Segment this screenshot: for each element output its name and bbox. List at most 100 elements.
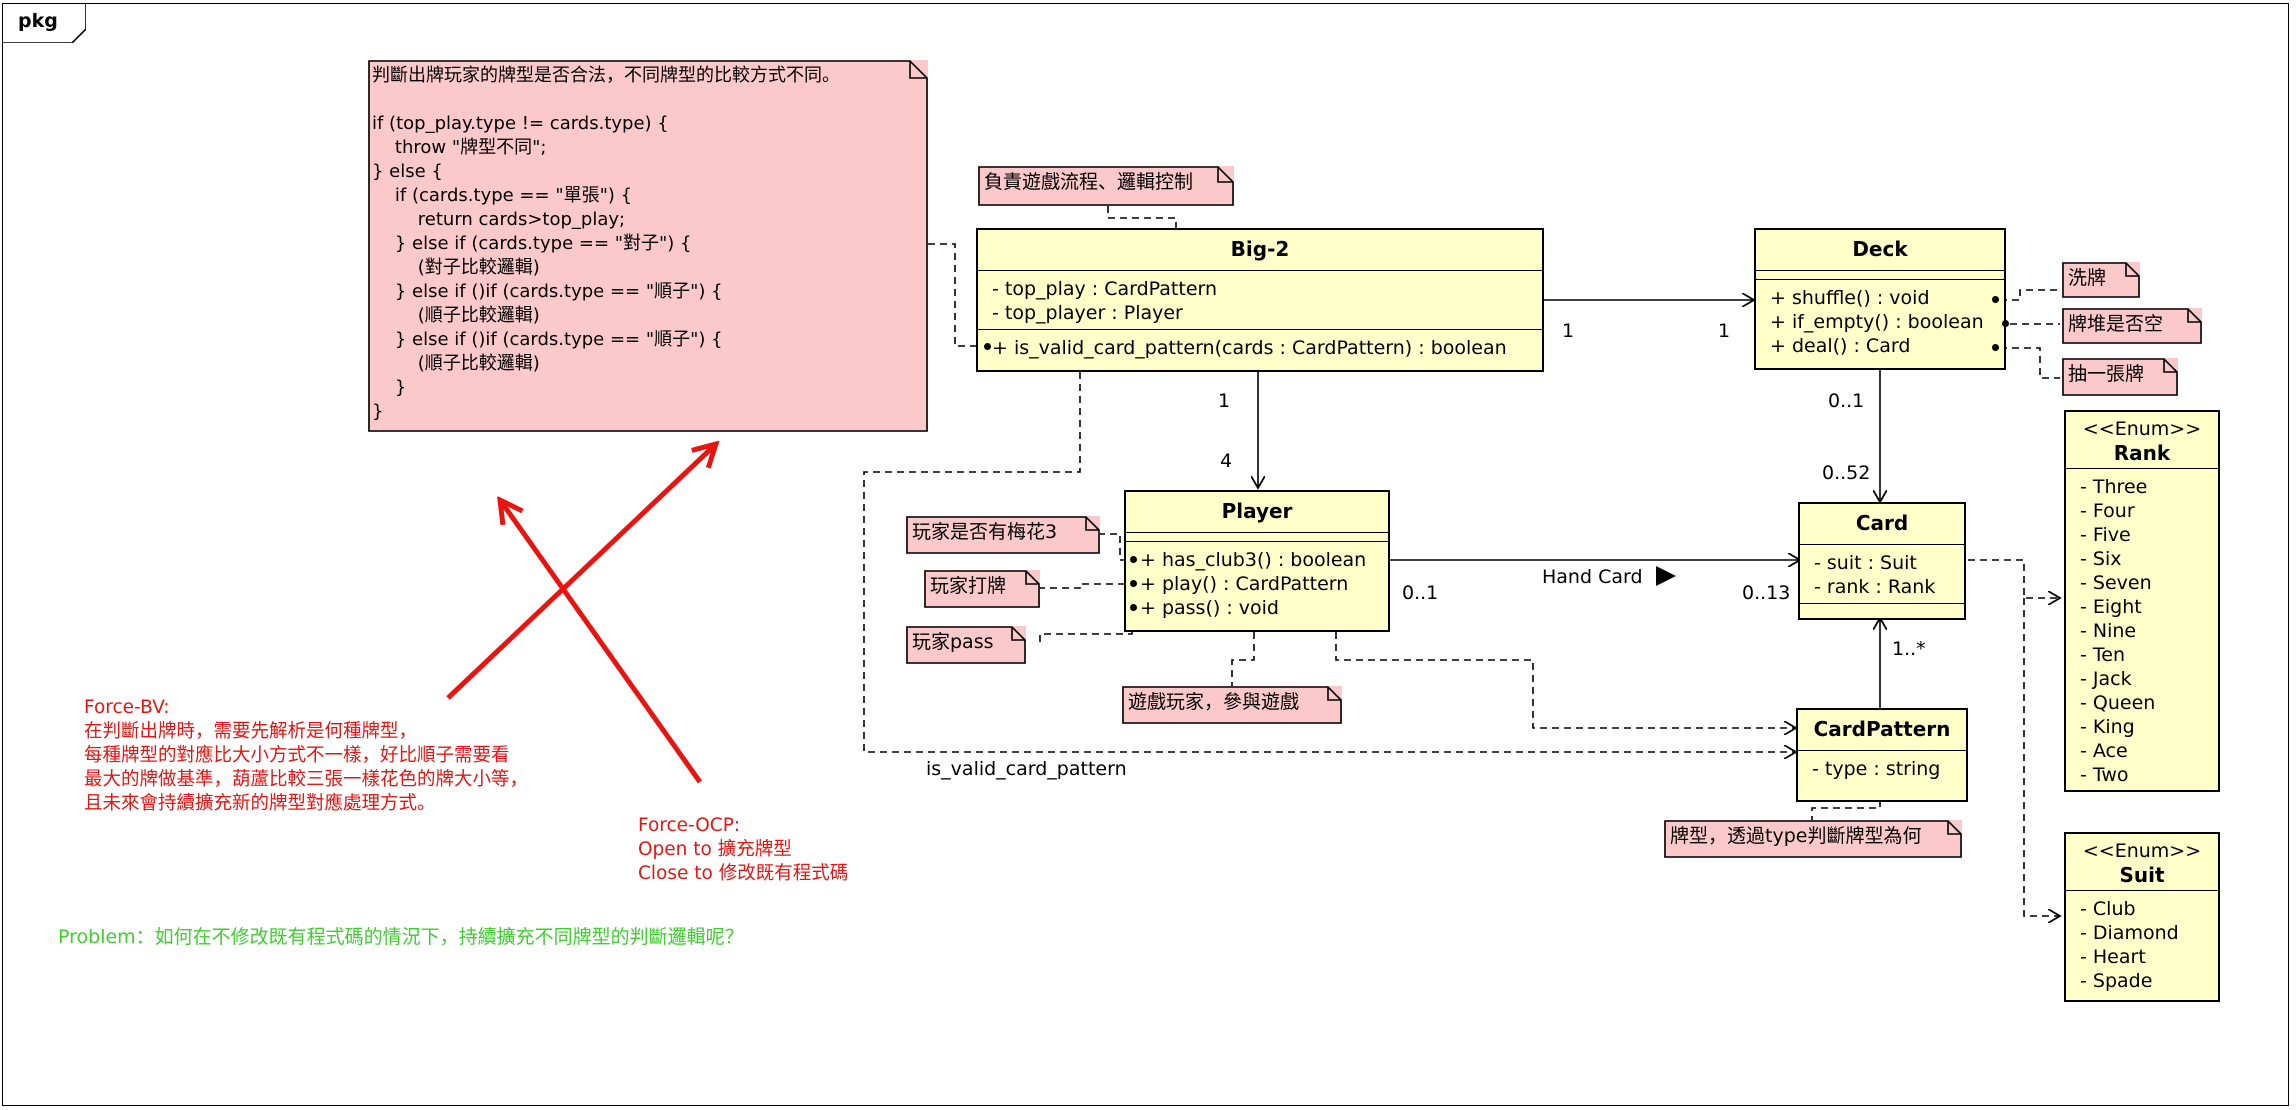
anchor-dot [1992,296,1999,303]
deck-op-shuffle: + shuffle() : void [1770,287,1930,309]
enum-rank-name: Rank [2113,441,2171,465]
note-shape [906,626,1026,664]
package-frame [2,3,2289,1106]
note-shape [2062,358,2178,396]
cardpattern-attr-type: - type : string [1812,758,1941,780]
big2-attr-top-play: - top_play : CardPattern [992,278,1218,300]
mult-big2-player-bottom: 4 [1220,450,1233,472]
anchor-dot [1130,556,1137,563]
package-label: pkg [18,10,58,32]
class-cardpattern-name: CardPattern [1813,717,1951,741]
note-shape [924,570,1040,608]
note-shape [368,60,928,432]
link-play-note [1038,583,1132,589]
enum-rank[interactable]: <<Enum>> Rank - Three - Four - Five - Si… [2064,410,2220,792]
note-flow-text: 負責遊戲流程、邏輯控制 [984,171,1194,193]
mult-big2-deck-left: 1 [1562,320,1575,342]
note-shape [1122,686,1342,724]
dep-card-rank [1968,559,2060,598]
force-ocp-text: Force-OCP: Open to 擴充牌型 Close to 修改既有程式碼 [638,815,849,884]
mult-big2-deck-right: 1 [1718,320,1731,342]
note-game-player[interactable]: 遊戲玩家，參與遊戲 [1122,686,1342,724]
link-pattern-note [1811,800,1881,820]
link-draw-note [2000,347,2060,379]
note-shuffle-text: 洗牌 [2068,267,2107,289]
note-deck-empty[interactable]: 牌堆是否空 [2062,308,2202,344]
anchor-dot [2002,320,2009,327]
force-bv-arrow [446,444,716,700]
rank-literal: - Eight [2080,596,2142,618]
note-pattern-type-text: 牌型，透過type判斷牌型為何 [1670,825,1922,847]
mult-deck-card-top: 0..1 [1828,390,1865,412]
rank-literal: - Three [2080,476,2148,498]
assoc-label-hand-card: Hand Card [1542,566,1643,588]
rank-literal: - Seven [2080,572,2152,594]
anchor-dot [984,343,991,350]
rank-literal: - Five [2080,524,2131,546]
card-attr-rank: - rank : Rank [1814,576,1936,598]
big2-op-is-valid: + is_valid_card_pattern(cards : CardPatt… [992,337,1507,359]
enum-suit[interactable]: <<Enum>> Suit - Club - Diamond - Heart -… [2064,832,2220,1002]
package-tab [2,3,86,43]
anchor-dot [1130,604,1137,611]
assoc-label-is-valid: is_valid_card_pattern [926,758,1127,780]
dep-big2-cardpattern [863,372,1796,752]
note-validation-logic[interactable]: 判斷出牌玩家的牌型是否合法，不同牌型的比較方式不同。 if (top_play.… [368,60,928,432]
rank-literal: - Nine [2080,620,2137,642]
note-shuffle[interactable]: 洗牌 [2062,262,2140,298]
class-cardpattern[interactable]: CardPattern - type : string [1796,708,1968,802]
link-player-note [1231,632,1255,688]
rank-literal: - Six [2080,548,2122,570]
link-flow-note [1107,206,1177,228]
note-validation-text: 判斷出牌玩家的牌型是否合法，不同牌型的比較方式不同。 if (top_play.… [372,65,840,422]
deck-op-if-empty: + if_empty() : boolean [1770,311,1984,333]
force-bv-text: Force-BV: 在判斷出牌時，需要先解析是何種牌型， 每種牌型的對應比大小方… [84,697,529,814]
dep-card-suit [2023,598,2060,916]
class-card[interactable]: Card - suit : Suit - rank : Rank [1798,502,1966,620]
note-pattern-type[interactable]: 牌型，透過type判斷牌型為何 [1664,820,1962,858]
player-op-play: + play() : CardPattern [1140,573,1349,595]
note-has-club3[interactable]: 玩家是否有梅花3 [906,516,1100,554]
dep-player-cardpattern [1335,632,1796,728]
problem-text: Problem：如何在不修改既有程式碼的情況下，持續擴充不同牌型的判斷邏輯呢？ [58,926,744,948]
note-game-player-text: 遊戲玩家，參與遊戲 [1128,691,1300,713]
link-pass-note [1039,610,1133,642]
class-card-name: Card [1855,511,1909,535]
rank-literal: - Jack [2080,668,2132,690]
mult-card-pattern: 1..* [1892,638,1926,660]
rank-literal: - Queen [2080,692,2156,714]
anchor-dot [1992,344,1999,351]
class-deck-name: Deck [1852,237,1908,261]
rank-literal: - Four [2080,500,2135,522]
rank-literal: - Ace [2080,740,2128,762]
rank-literal: - Ten [2080,644,2126,666]
big2-attr-top-player: - top_player : Player [992,302,1183,324]
note-shape [1664,820,1962,858]
note-pass-text: 玩家pass [912,631,994,653]
class-big2-name: Big-2 [1230,237,1290,261]
player-op-pass: + pass() : void [1140,597,1279,619]
note-shape [2062,308,2202,344]
mult-player-card-right: 0..13 [1742,582,1791,604]
class-deck[interactable]: Deck + shuffle() : void + if_empty() : b… [1754,228,2006,370]
class-player[interactable]: Player + has_club3() : boolean + play() … [1124,490,1390,632]
mult-player-card-left: 0..1 [1402,582,1439,604]
note-flow-control[interactable]: 負責遊戲流程、邏輯控制 [978,166,1234,206]
enum-suit-name: Suit [2119,863,2165,887]
anchor-dot [1130,580,1137,587]
note-shape [978,166,1234,206]
suit-literal: - Diamond [2080,922,2179,944]
suit-literal: - Club [2080,898,2136,920]
enum-rank-stereotype: <<Enum>> [2082,418,2202,440]
note-draw[interactable]: 抽一張牌 [2062,358,2178,396]
class-big2[interactable]: Big-2 - top_play : CardPattern - top_pla… [976,228,1544,372]
deck-op-deal: + deal() : Card [1770,335,1911,357]
note-play[interactable]: 玩家打牌 [924,570,1040,608]
note-has-club3-text: 玩家是否有梅花3 [912,521,1058,543]
note-draw-text: 抽一張牌 [2068,363,2145,385]
force-ocp-arrow [500,500,703,784]
note-pass[interactable]: 玩家pass [906,626,1026,664]
player-op-has-club3: + has_club3() : boolean [1140,549,1367,571]
